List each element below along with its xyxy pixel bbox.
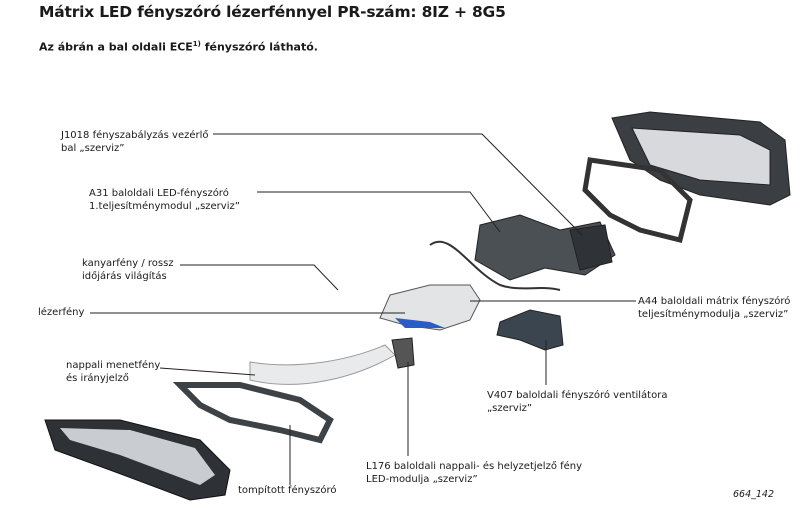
leader-kanyar xyxy=(180,264,339,291)
electronics-cluster xyxy=(429,214,616,291)
label-v407: V407 baloldali fényszóró ventilátora „sze… xyxy=(487,389,667,415)
label-line: L176 baloldali nappali- és helyzetjelző … xyxy=(366,461,583,472)
label-line: „szerviz” xyxy=(487,403,533,414)
label-line: V407 baloldali fényszóró ventilátora xyxy=(487,390,668,401)
label-line: kanyarfény / rossz xyxy=(82,258,174,269)
label-line: bal „szerviz” xyxy=(61,143,125,154)
label-a31: A31 baloldali LED-fényszóró 1.teljesítmén… xyxy=(89,187,240,213)
figure-number: 664_142 xyxy=(732,489,774,500)
footnote-ref: 1) xyxy=(192,40,201,48)
label-line: tompított fényszóró xyxy=(238,485,337,496)
low-beam-frame xyxy=(172,382,334,444)
label-line: lézerfény xyxy=(38,307,85,318)
label-line: és irányjelző xyxy=(66,373,129,384)
leader-j1018 xyxy=(213,133,583,236)
label-line: A31 baloldali LED-fényszóró xyxy=(89,188,229,199)
headlight-front xyxy=(44,419,231,501)
fan-module xyxy=(496,309,564,351)
label-tompitott: tompított fényszóró xyxy=(238,484,336,497)
headlight-housing xyxy=(611,111,791,206)
laser-module xyxy=(379,284,481,331)
label-line: időjárás világítás xyxy=(82,271,167,282)
leader-lines xyxy=(90,133,636,485)
label-line: J1018 fényszabályzás vezérlő xyxy=(61,130,209,141)
drl-light-guide xyxy=(249,337,415,385)
label-line: teljesítménymodulja „szerviz” xyxy=(638,309,789,320)
label-a44: A44 baloldali mátrix fényszóró teljesítmé… xyxy=(638,295,790,321)
leader-a31 xyxy=(257,191,501,233)
label-l176: L176 baloldali nappali- és helyzetjelző … xyxy=(366,460,582,486)
subtitle-rest: fényszóró látható. xyxy=(200,40,318,54)
label-line: 1.teljesítménymodul „szerviz” xyxy=(89,201,240,212)
label-line: A44 baloldali mátrix fényszóró xyxy=(638,296,791,307)
label-line: nappali menetfény xyxy=(66,360,161,371)
mounting-frame xyxy=(582,157,693,244)
subtitle: Az ábrán a bal oldali ECE1) fényszóró lá… xyxy=(39,40,318,54)
leader-nappali xyxy=(159,367,256,376)
label-line: LED-modulja „szerviz” xyxy=(366,474,478,485)
label-nappali: nappali menetfény és irányjelző xyxy=(66,359,160,385)
label-j1018: J1018 fényszabályzás vezérlő bal „szerviz… xyxy=(61,129,209,155)
subtitle-text: Az ábrán a bal oldali ECE xyxy=(39,40,193,54)
page-title: Mátrix LED fényszóró lézerfénnyel PR-szá… xyxy=(39,3,506,21)
label-lezerfeny: lézerfény xyxy=(38,306,84,319)
label-kanyarfeny: kanyarfény / rossz időjárás világítás xyxy=(82,257,174,283)
